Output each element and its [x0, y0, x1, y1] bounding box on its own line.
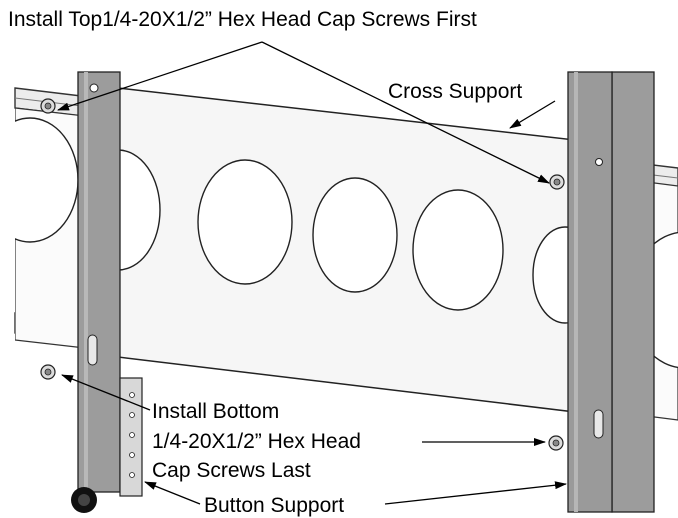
leader-button-support-right: [384, 481, 567, 505]
foot-knob: [71, 487, 97, 513]
left-panel-section: [15, 107, 85, 349]
right-upright: [567, 71, 655, 513]
leader-bottom-left-screw: [61, 374, 151, 411]
leader-top-right-screw: [261, 41, 550, 184]
left-upright: [77, 71, 121, 493]
leader-top-left-screw: [57, 41, 263, 111]
button-support-strip: [119, 377, 143, 497]
leader-cross-support: [509, 100, 556, 129]
callout-cross-support: Cross Support: [388, 80, 522, 103]
callout-top-screws: Install Top1/4-20X1/2” Hex Head Cap Scre…: [8, 8, 477, 31]
bottom-right-screw: [548, 435, 564, 451]
callout-bottom-screws-line1: Install Bottom: [152, 400, 279, 423]
leader-lines: [57, 41, 567, 505]
bottom-left-screw: [40, 364, 56, 380]
callout-bottom-screws-line3: Cap Screws Last: [152, 459, 311, 482]
perforated-plate: [117, 87, 576, 413]
callout-bottom-screws-line2: 1/4-20X1/2” Hex Head: [152, 430, 361, 453]
leader-button-support-left: [144, 481, 201, 505]
top-left-screw: [40, 98, 56, 114]
callout-button-support: Button Support: [204, 494, 344, 517]
top-right-screw: [549, 174, 565, 190]
